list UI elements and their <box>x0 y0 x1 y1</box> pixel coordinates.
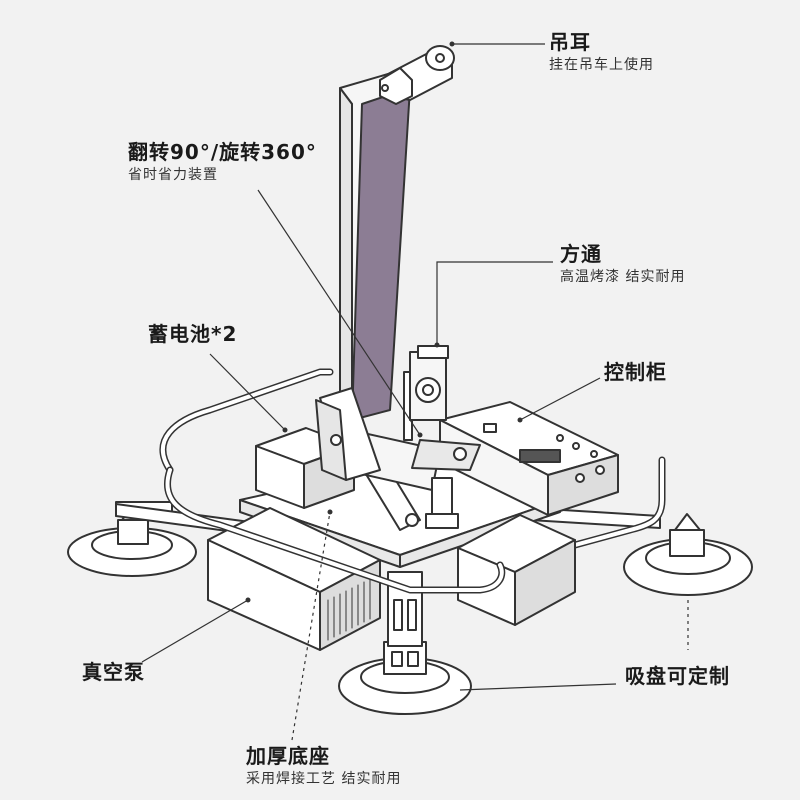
label-battery: 蓄电池*2 <box>148 322 237 347</box>
leader-vacuum-pump <box>141 599 249 663</box>
leader-suction-cup <box>459 683 617 691</box>
label-base-title: 加厚底座 <box>246 744 330 768</box>
label-vacuum-pump: 真空泵 <box>82 660 145 685</box>
leader-flip-rotate <box>257 189 421 436</box>
leader-battery <box>209 353 286 431</box>
label-suction-cup: 吸盘可定制 <box>625 664 730 689</box>
label-square-tube-subtitle: 高温烤漆 结实耐用 <box>560 269 686 285</box>
label-suction-cup-title: 吸盘可定制 <box>625 664 730 688</box>
label-battery-title: 蓄电池*2 <box>148 322 238 346</box>
label-lifting-eye-title: 吊耳 <box>549 30 591 54</box>
label-flip-rotate-title: 翻转90°/旋转360° <box>128 140 317 164</box>
label-vacuum-pump-title: 真空泵 <box>82 660 145 684</box>
square-tube-frame <box>403 345 449 441</box>
lifting-column <box>315 73 411 481</box>
label-flip-rotate: 翻转90°/旋转360° 省时省力装置 <box>128 140 317 185</box>
lifting-eye <box>379 45 455 105</box>
suction-cup-bottom <box>338 641 472 715</box>
label-lifting-eye: 吊耳 挂在吊车上使用 <box>549 30 654 75</box>
leader-cabinet <box>519 377 601 421</box>
label-square-tube-title: 方通 <box>560 242 602 266</box>
label-square-tube: 方通 高温烤漆 结实耐用 <box>560 242 685 287</box>
label-base-subtitle: 采用焊接工艺 结实耐用 <box>246 771 402 787</box>
label-lifting-eye-subtitle: 挂在吊车上使用 <box>549 57 654 73</box>
purple-panel <box>351 87 411 421</box>
label-control-cabinet-title: 控制柜 <box>604 360 667 384</box>
label-control-cabinet: 控制柜 <box>604 360 667 385</box>
leader-square-tube <box>436 261 553 345</box>
label-flip-rotate-subtitle: 省时省力装置 <box>128 167 218 183</box>
suction-cup-right <box>623 513 753 596</box>
label-base: 加厚底座 采用焊接工艺 结实耐用 <box>246 744 401 789</box>
